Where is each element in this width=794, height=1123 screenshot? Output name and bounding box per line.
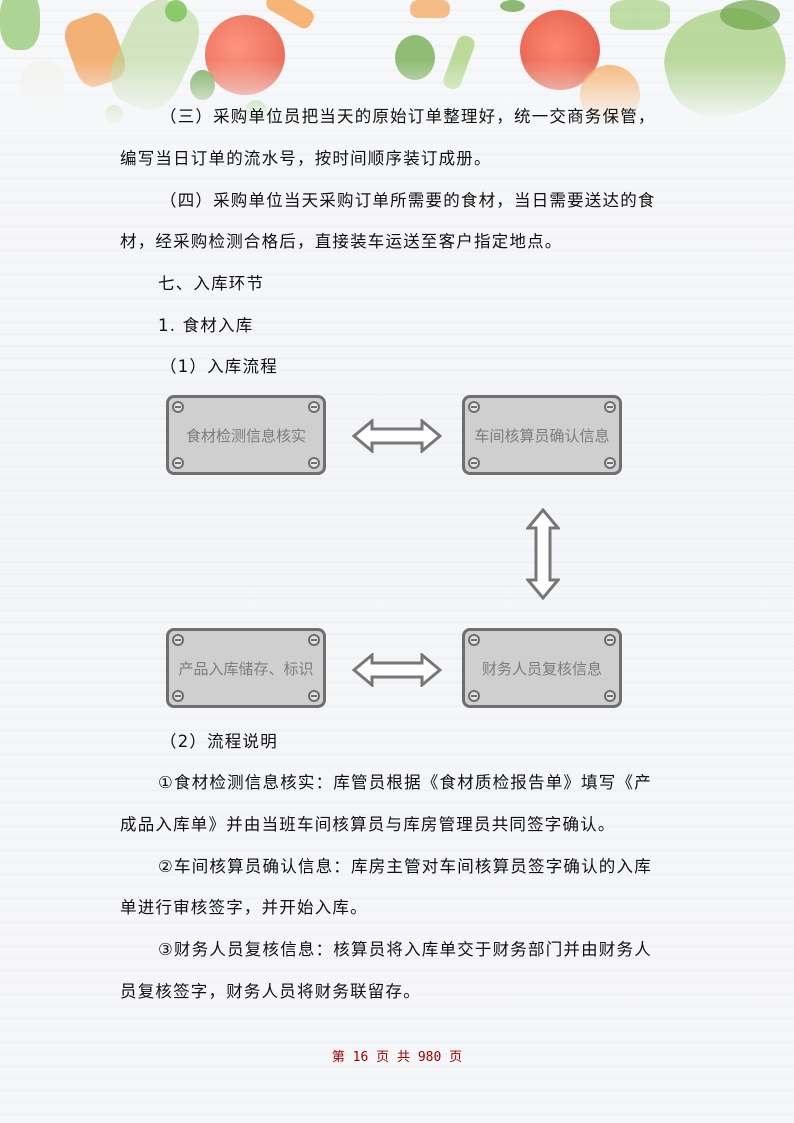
- explanation-2-line-1: ②车间核算员确认信息：库房主管对车间核算员签字确认的入库: [158, 857, 652, 876]
- double-arrow-vertical-icon: [526, 508, 560, 600]
- flow-box-label: 财务人员复核信息: [481, 659, 602, 678]
- screw-icon: [468, 690, 480, 702]
- vegetable-header-image: [0, 0, 794, 130]
- flow-box-workshop: 车间核算员确认信息: [462, 395, 622, 475]
- screw-icon: [172, 634, 184, 646]
- screw-icon: [604, 690, 616, 702]
- flow-box-label: 产品入库储存、标识: [178, 659, 314, 678]
- screw-icon: [308, 457, 320, 469]
- paragraph-4-line-1: （四）采购单位当天采购订单所需要的食材，当日需要送达的食: [160, 191, 656, 210]
- flow-box-label: 食材检测信息核实: [185, 426, 306, 445]
- screw-icon: [172, 690, 184, 702]
- flow-box-finance: 财务人员复核信息: [462, 628, 622, 708]
- screw-icon: [468, 401, 480, 413]
- screw-icon: [308, 690, 320, 702]
- subsection-heading: 1. 食材入库: [158, 316, 254, 335]
- flow-title: （1）入库流程: [160, 357, 278, 376]
- flow-box-label: 车间核算员确认信息: [474, 426, 610, 445]
- screw-icon: [308, 401, 320, 413]
- screw-icon: [604, 634, 616, 646]
- explain-title: （2）流程说明: [160, 732, 278, 751]
- paragraph-3-line-1: （三）采购单位员把当天的原始订单整理好，统一交商务保管，: [160, 107, 656, 126]
- screw-icon: [172, 401, 184, 413]
- explanation-1-line-2: 成品入库单》并由当班车间核算员与库房管理员共同签字确认。: [120, 815, 616, 834]
- section-heading: 七、入库环节: [158, 274, 265, 293]
- explanation-3-line-1: ③财务人员复核信息：核算员将入库单交于财务部门并由财务人: [158, 940, 652, 959]
- explanation-1-line-1: ①食材检测信息核实：库管员根据《食材质检报告单》填写《产: [158, 773, 652, 792]
- screw-icon: [468, 457, 480, 469]
- screw-icon: [604, 457, 616, 469]
- double-arrow-horizontal-icon: [352, 419, 442, 453]
- screw-icon: [468, 634, 480, 646]
- screw-icon: [172, 457, 184, 469]
- flow-box-verify: 食材检测信息核实: [166, 395, 326, 475]
- flow-box-storage: 产品入库储存、标识: [166, 628, 326, 708]
- paragraph-4-line-2: 材，经采购检测合格后，直接装车运送至客户指定地点。: [120, 232, 563, 251]
- explanation-3-line-2: 员复核签字，财务人员将财务联留存。: [120, 982, 421, 1001]
- double-arrow-horizontal-icon: [352, 653, 442, 687]
- page-number-footer: 第 16 页 共 980 页: [331, 1050, 463, 1065]
- paragraph-3-line-2: 编写当日订单的流水号，按时间顺序装订成册。: [120, 149, 492, 168]
- screw-icon: [308, 634, 320, 646]
- screw-icon: [604, 401, 616, 413]
- explanation-2-line-2: 单进行审核签字，并开始入库。: [120, 898, 368, 917]
